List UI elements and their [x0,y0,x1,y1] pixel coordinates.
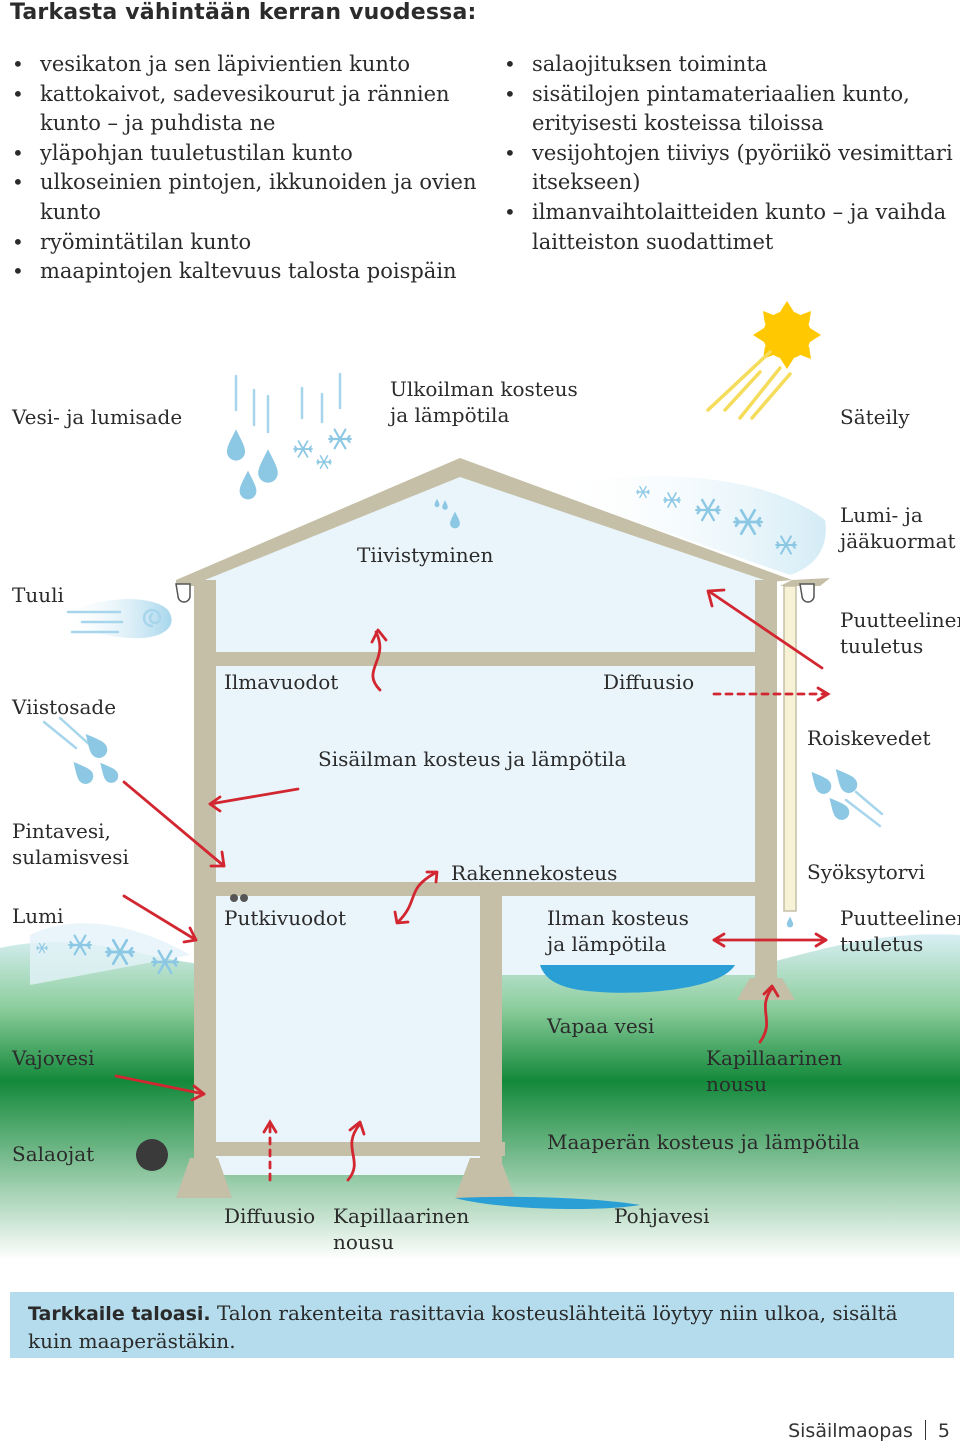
gutter-right [799,583,815,603]
diffusion-arrows [262,686,831,1182]
label-indoor-humidity: Sisäilman kosteus ja lämpötila [318,747,627,771]
pipe-leak-icon [230,894,238,902]
rain-icon [234,372,342,434]
label-free-water: Vapaa vesi [547,1014,655,1038]
label-precipitation: Vesi- ja lumisade [12,405,183,429]
label-downspout: Syöksytorvi [807,860,926,884]
snowflake-icon [293,440,313,458]
roof-snow [550,476,826,575]
label-soil-humidity: Maaperän kosteus ja lämpötila [547,1130,860,1154]
gutter-left [175,583,191,603]
groundwater [455,1196,640,1210]
label-drains: Salaojat [12,1142,95,1166]
checklist-right: salaojituksen toiminta sisätilojen pinta… [502,50,958,257]
splash-water-icon [805,763,884,828]
label-radiation: Säteily [840,405,910,429]
label-diffusion-bottom: Diffuusio [224,1204,316,1228]
drain-pipe [136,1139,168,1171]
free-water [540,965,735,993]
snowflake-icon [328,428,352,450]
label-poor-ventilation-bottom: Puutteelinen tuuletus [840,906,960,956]
page-number: 5 [937,1420,950,1442]
label-snow-ice-loads: Lumi- ja jääkuormat [840,503,956,553]
callout-text: Tarkkaile taloasi. Talon rakenteita rasi… [28,1300,928,1355]
label-surface-water: Pintavesi, sulamisvesi [12,819,129,869]
snowflake-icon [316,455,332,469]
label-air-humidity: Ilman kosteus ja lämpötila [547,906,689,956]
moisture-arrows [114,588,828,1182]
label-splash-water: Roiskevedet [807,726,931,750]
checklist-left: vesikaton ja sen läpivientien kunto katt… [10,50,480,287]
label-groundwater: Pohjavesi [614,1204,710,1228]
page-heading: Tarkasta vähintään kerran vuodessa: [10,0,477,25]
label-pipe-leaks: Putkivuodot [224,906,346,930]
label-diffusion-top: Diffuusio [603,670,695,694]
label-capillary-rise-right: Kapillaarinen nousu [706,1046,843,1096]
checklist-item: salaojituksen toiminta [502,50,958,80]
checklist-item: ilmanvaihtolaitteiden kunto – ja vaihda … [502,198,958,257]
checklist-item: vesikaton ja sen läpivientien kunto [10,50,480,80]
callout-lead: Tarkkaile taloasi. [28,1303,211,1325]
checklist-item: maapintojen kaltevuus talosta poispäin [10,257,480,287]
page-footer: Sisäilmaopas 5 [788,1420,950,1442]
slanted-rain-icon [42,716,122,788]
house-interior [205,470,770,1175]
publication-name: Sisäilmaopas [788,1420,913,1442]
label-capillary-rise-bottom: Kapillaarinen nousu [333,1204,470,1254]
house-structure [176,458,830,1198]
callout-box: Tarkkaile taloasi. Talon rakenteita rasi… [10,1292,954,1358]
wind-icon [60,599,172,639]
label-seepage-water: Vajovesi [12,1046,95,1070]
label-construction-moisture: Rakennekosteus [451,861,618,885]
radiation-rays-icon [706,350,792,420]
house-moisture-diagram [0,301,960,1260]
checklist-item: yläpohjan tuuletustilan kunto [10,139,480,169]
downspout [783,585,797,912]
checklist-item: ulkoseinien pintojen, ikkunoiden ja ovie… [10,168,480,227]
wind-lines [66,608,162,634]
label-driving-rain: Viistosade [12,695,117,719]
condensation-drop-icon [786,916,794,928]
checklist-item: vesijohtojen tiiviys (pyöriikö vesimitta… [502,139,958,198]
raindrop-icon [226,429,246,461]
label-air-leaks: Ilmavuodot [224,670,339,694]
pipe-leak-icon [240,894,248,902]
label-outdoor-humidity: Ulkoilman kosteus ja lämpötila [390,377,578,427]
callout-body: Talon rakenteita rasittavia kosteuslähte… [28,1301,898,1353]
raindrop-icon [239,470,257,500]
label-condensation: Tiivistyminen [357,543,494,567]
raindrop-icon [258,449,278,483]
checklist-item: ryömintätilan kunto [10,228,480,258]
footer-divider [924,1420,926,1440]
label-snow: Lumi [12,904,64,928]
label-poor-ventilation-top: Puutteelinen tuuletus [840,608,960,658]
checklist-item: kattokaivot, sadevesikourut ja rännien k… [10,80,480,139]
label-wind: Tuuli [12,583,64,607]
checklist-item: sisätilojen pintamateriaalien kunto, eri… [502,80,958,139]
sun-icon [753,301,821,369]
